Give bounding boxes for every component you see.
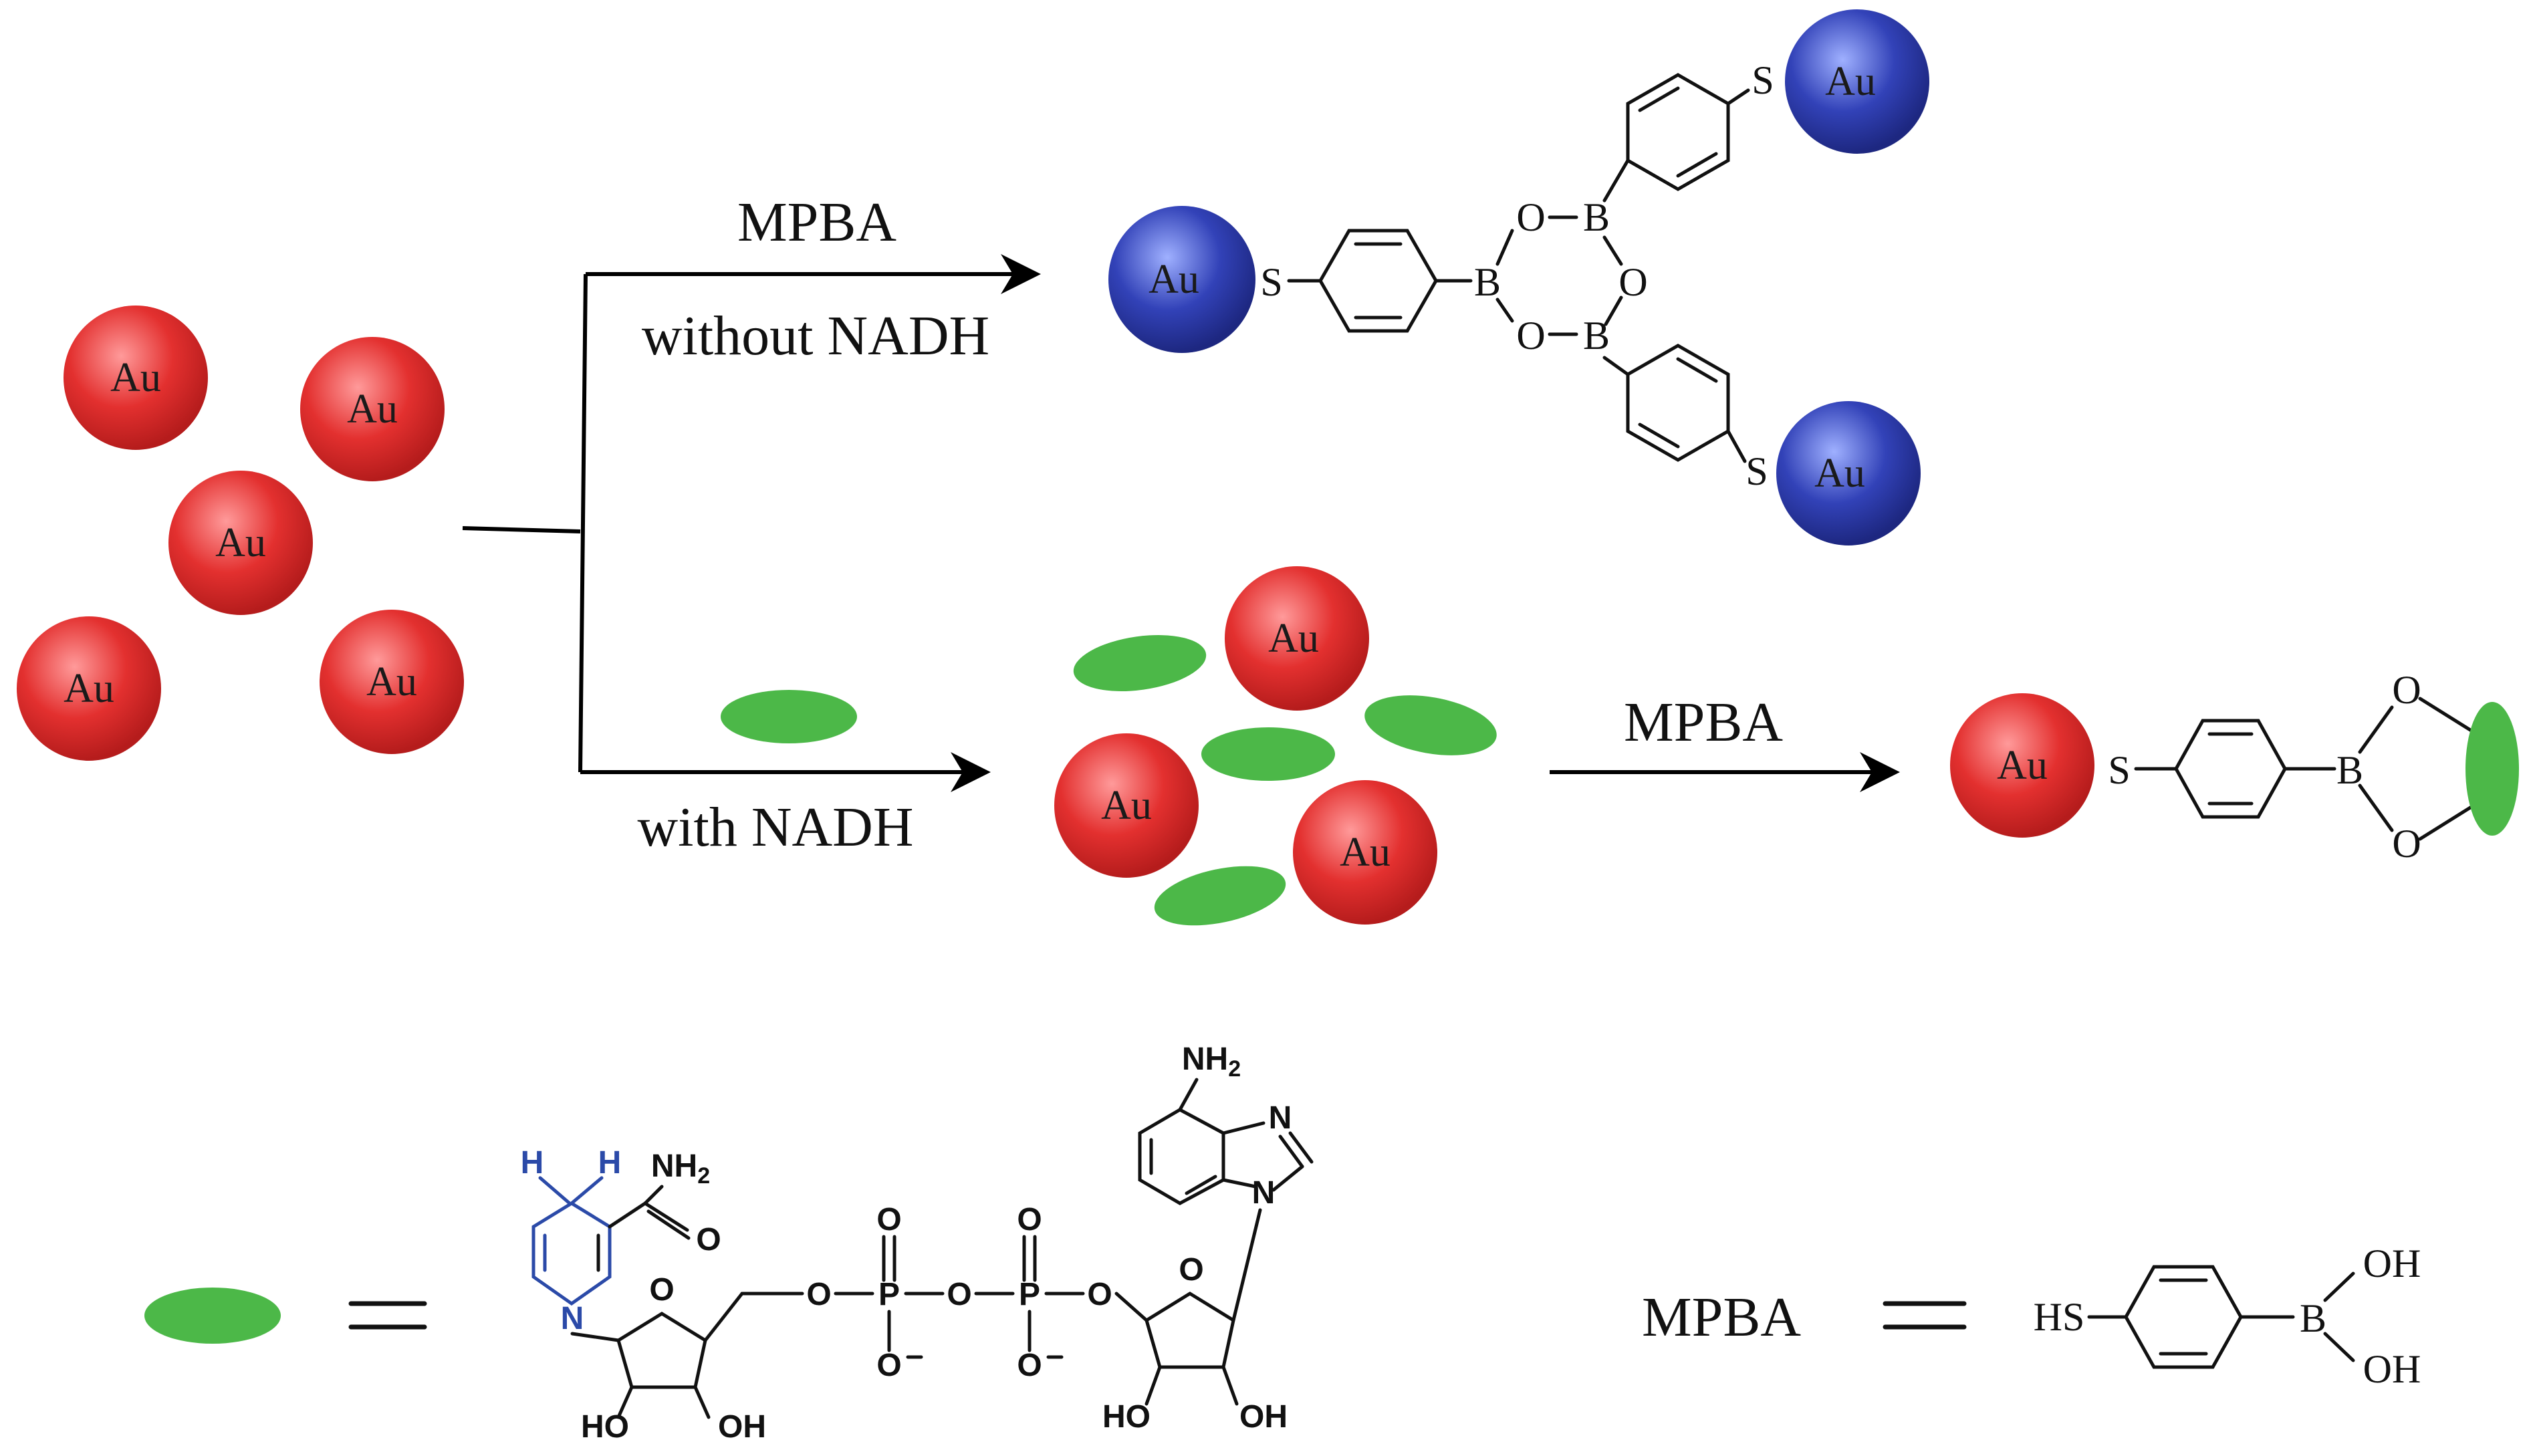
svg-text:HS: HS [2034, 1295, 2085, 1339]
au-particle-red: Au [320, 610, 464, 754]
with-nadh-label: with NADH [638, 796, 914, 858]
svg-text:O: O [1179, 1252, 1203, 1288]
au-mpba-nadh-complex: Au S B O O [1950, 668, 2519, 866]
svg-text:Au: Au [1268, 616, 1319, 661]
svg-text:N: N [561, 1301, 584, 1336]
svg-text:O: O [1017, 1348, 1042, 1383]
svg-text:NH2: NH2 [1182, 1042, 1241, 1082]
svg-text:B: B [2300, 1296, 2326, 1340]
mpba-structure: HS B OH OH [2034, 1241, 2421, 1391]
svg-text:H: H [521, 1145, 544, 1181]
au-particle-red: Au [64, 306, 208, 450]
nadh-ellipse [2465, 702, 2519, 836]
svg-text:P: P [1019, 1277, 1040, 1312]
free-au-cluster: Au Au Au Au Au [17, 306, 464, 761]
svg-text:O: O [1516, 314, 1545, 358]
au-particle-blue: Au [1776, 401, 1921, 545]
nadh-ellipse [1201, 727, 1335, 781]
nadh-ellipse [144, 1288, 281, 1344]
boroxine-assembly: Au S B O B O B O S Au [1108, 9, 1929, 545]
svg-text:H: H [598, 1145, 622, 1181]
svg-text:HO: HO [581, 1409, 629, 1445]
svg-text:Au: Au [1825, 59, 1876, 104]
svg-text:S: S [1752, 58, 1774, 102]
svg-text:O: O [1017, 1202, 1042, 1237]
svg-text:Au: Au [1997, 743, 2048, 788]
svg-text:S: S [1745, 449, 1768, 493]
svg-text:Au: Au [215, 520, 266, 566]
au-nadh-mixture: Au Au Au [1054, 566, 1497, 926]
svg-text:NH2: NH2 [651, 1148, 710, 1189]
svg-text:S: S [1260, 260, 1282, 304]
svg-text:O: O [696, 1222, 721, 1257]
svg-text:Au: Au [1340, 830, 1391, 875]
svg-text:O: O [649, 1272, 674, 1308]
branch-arrows [462, 254, 1900, 792]
svg-text:P: P [878, 1277, 900, 1312]
nadh-ellipse [1073, 635, 1207, 691]
nadh-ellipse [1154, 866, 1286, 926]
svg-text:O: O [1516, 195, 1545, 239]
svg-text:O: O [2392, 668, 2421, 712]
svg-text:HO: HO [1102, 1399, 1151, 1435]
mpba-legend-label: MPBA [1642, 1286, 1801, 1348]
nadh-ellipse [1364, 695, 1497, 755]
au-particle-red: Au [168, 471, 313, 615]
svg-text:O: O [806, 1277, 831, 1312]
svg-text:Au: Au [1149, 257, 1199, 302]
svg-text:B: B [1583, 314, 1610, 358]
svg-text:B: B [1474, 260, 1501, 304]
without-nadh-label: without NADH [642, 305, 989, 367]
svg-text:Au: Au [1814, 451, 1865, 496]
au-particle-red: Au [1293, 780, 1437, 925]
svg-text:Au: Au [110, 355, 161, 400]
svg-text:Au: Au [347, 386, 398, 432]
svg-text:Au: Au [1101, 783, 1152, 828]
svg-text:O: O [947, 1277, 971, 1312]
nadh-ellipse [721, 690, 857, 743]
au-particle-blue: Au [1108, 206, 1255, 353]
svg-text:O: O [2392, 822, 2421, 866]
nadh-legend: H H N NH2 O O HO OH O [144, 1042, 1314, 1445]
svg-text:OH: OH [2363, 1241, 2421, 1286]
mpba-top-label: MPBA [737, 191, 896, 253]
mpba-mid-label: MPBA [1624, 691, 1783, 753]
svg-text:B: B [1583, 195, 1610, 239]
svg-text:O: O [1087, 1277, 1112, 1312]
svg-text:N: N [1269, 1100, 1292, 1136]
svg-text:Au: Au [366, 659, 417, 705]
mpba-legend: MPBA HS B OH OH [1642, 1241, 2421, 1391]
svg-text:S: S [2108, 748, 2130, 792]
nadh-structure: H H N NH2 O O HO OH O [521, 1042, 1314, 1445]
au-particle-red: Au [1225, 566, 1369, 711]
au-particle-red: Au [1950, 693, 2094, 838]
au-particle-red: Au [1054, 733, 1199, 878]
svg-text:O: O [876, 1202, 901, 1237]
au-particle-blue: Au [1785, 9, 1929, 154]
svg-text:Au: Au [64, 666, 114, 711]
svg-text:OH: OH [718, 1409, 766, 1445]
au-particle-red: Au [17, 616, 161, 761]
svg-text:OH: OH [1239, 1399, 1288, 1435]
svg-text:O: O [876, 1348, 901, 1383]
au-particle-red: Au [300, 337, 445, 481]
svg-text:O: O [1618, 260, 1647, 304]
svg-text:N: N [1252, 1175, 1276, 1211]
svg-text:OH: OH [2363, 1347, 2421, 1391]
